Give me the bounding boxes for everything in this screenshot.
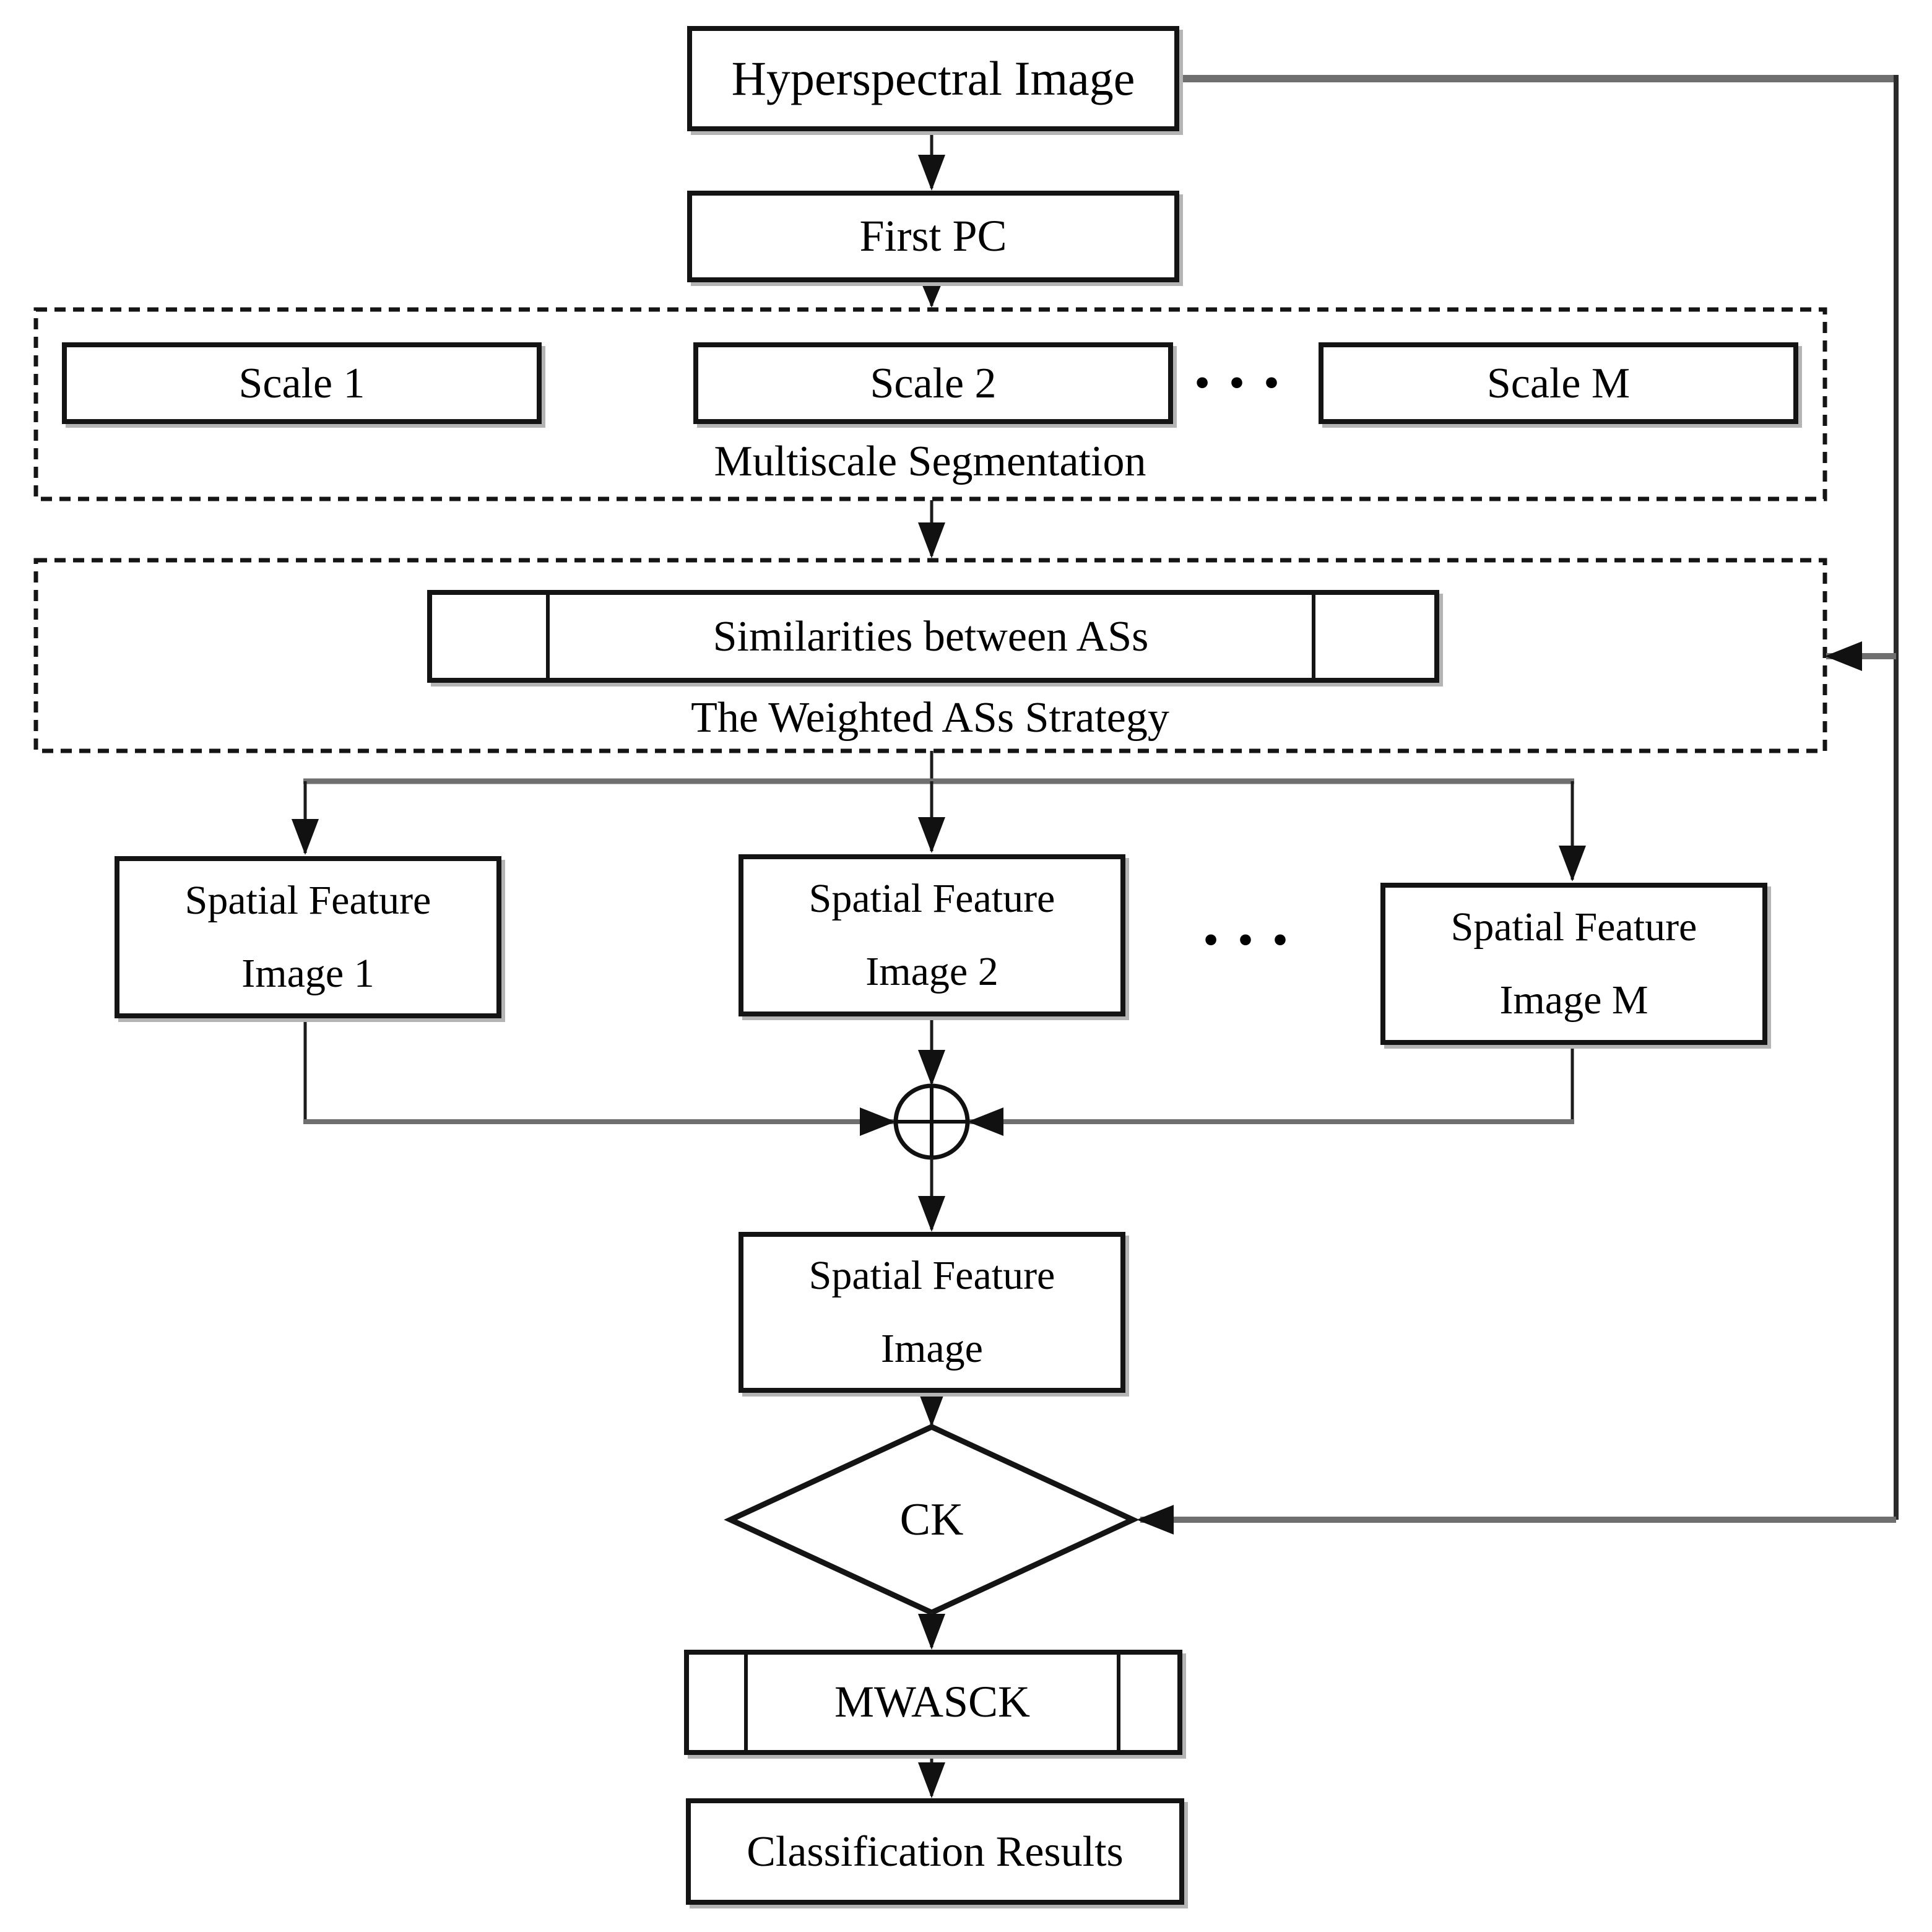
spatialmerged-line1: Spatial Feature (808, 1253, 1055, 1298)
node-classification-results-label: Classification Results (747, 1827, 1124, 1876)
arrowhead-merge-left (860, 1107, 896, 1136)
arrowhead-spatialmerged (918, 1196, 945, 1232)
node-scale-2-label: Scale 2 (870, 359, 997, 407)
arrowhead-into-ck (1137, 1505, 1174, 1535)
ellipsis-spatial: ••• (1201, 923, 1305, 959)
spatialmerged-line2: Image (881, 1326, 983, 1371)
arrowhead-spatial1 (292, 819, 319, 855)
node-classification-results: Classification Results (686, 1798, 1184, 1905)
node-hyperspectral-image: Hyperspectral Image (687, 26, 1179, 131)
arrowhead-mwasck (918, 1614, 945, 1650)
node-similarities: Similarities between ASs (427, 590, 1439, 683)
arrowhead-classification (918, 1762, 945, 1798)
node-spatial-feature-image-merged: Spatial Feature Image (739, 1232, 1125, 1393)
node-first-pc: First PC (687, 191, 1179, 282)
mwasck-right-cell (1117, 1655, 1177, 1750)
node-ck-label: CK (899, 1494, 964, 1545)
node-similarities-label: Similarities between ASs (713, 612, 1149, 661)
node-scale-1: Scale 1 (62, 342, 542, 424)
spatial2-line2: Image 2 (865, 949, 998, 994)
node-mwasck: MWASCK (684, 1650, 1182, 1755)
multiscale-segmentation-container (33, 307, 1827, 501)
node-mwasck-label: MWASCK (834, 1677, 1031, 1727)
spatialM-line1: Spatial Feature (1450, 904, 1697, 950)
node-first-pc-label: First PC (859, 211, 1007, 261)
similarities-left-cell (432, 595, 550, 678)
multiscale-container-label: Multiscale Segmentation (714, 438, 1146, 485)
node-spatial-feature-image-1: Spatial Feature Image 1 (115, 856, 501, 1018)
node-scale-m-label: Scale M (1486, 359, 1631, 407)
arrowhead-spatial2 (918, 817, 945, 853)
similarities-mid-cell: Similarities between ASs (550, 595, 1312, 678)
arrowhead-strategy (918, 522, 945, 558)
spatial1-line2: Image 1 (241, 951, 375, 996)
arrowhead-merge-top (918, 1050, 945, 1086)
spatial2-line1: Spatial Feature (808, 876, 1055, 921)
weighted-ass-strategy-container (33, 558, 1827, 753)
spatial1-line1: Spatial Feature (184, 878, 431, 923)
node-spatial-feature-image-m: Spatial Feature Image M (1380, 883, 1767, 1045)
arrowhead-ck-top (918, 1391, 945, 1427)
arrowhead-merge-right (968, 1107, 1003, 1136)
node-scale-1-label: Scale 1 (238, 359, 365, 407)
spatialM-line2: Image M (1499, 977, 1648, 1023)
mwasck-mid-cell: MWASCK (748, 1655, 1117, 1750)
similarities-right-cell (1312, 595, 1434, 678)
arrowhead-spatialM (1559, 846, 1586, 882)
ellipsis-scales: ••• (1192, 366, 1296, 402)
mwasck-left-cell (689, 1655, 748, 1750)
node-scale-m: Scale M (1319, 342, 1798, 424)
node-scale-2: Scale 2 (693, 342, 1173, 424)
arrowhead-multiscale (919, 277, 945, 308)
node-hyperspectral-image-label: Hyperspectral Image (731, 51, 1135, 106)
weighted-container-label: The Weighted ASs Strategy (691, 694, 1169, 742)
arrowhead-into-strategy (1825, 641, 1862, 671)
arrowhead-firstpc (918, 155, 945, 191)
node-spatial-feature-image-2: Spatial Feature Image 2 (739, 854, 1125, 1016)
